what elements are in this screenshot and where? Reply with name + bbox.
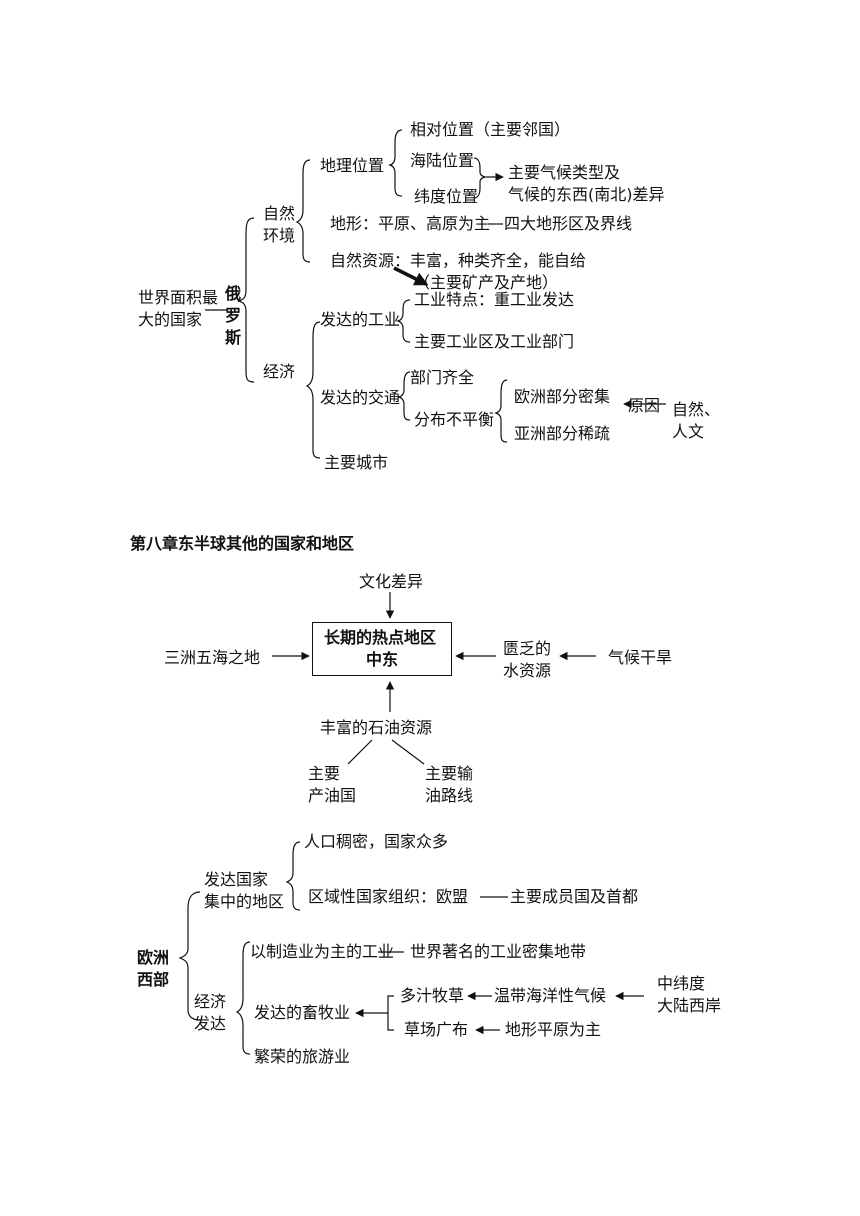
regional-org: 区域性国家组织：欧盟 xyxy=(308,887,469,906)
economy-brace xyxy=(305,321,321,459)
livestock-brace xyxy=(387,995,394,1031)
chapter-title: 第八章东半球其他的国家和地区 xyxy=(130,534,355,553)
culture-difference: 文化差异 xyxy=(359,572,424,591)
producer-line2: 产油国 xyxy=(308,786,357,805)
water-line2: 水资源 xyxy=(503,661,552,680)
natural-brace xyxy=(295,159,311,263)
producer-line1: 主要 xyxy=(308,764,341,783)
industry: 发达的工业 xyxy=(320,310,401,329)
sea-land-position: 海陆位置 xyxy=(410,151,475,170)
maritime-climate: 温带海洋性气候 xyxy=(494,986,607,1005)
natural-label-line1: 自然 xyxy=(263,204,296,223)
resources-bold-arrow xyxy=(393,266,429,286)
plain-terrain: 地形平原为主 xyxy=(505,1020,602,1039)
latitude-position: 纬度位置 xyxy=(414,187,479,206)
economy-brace-2 xyxy=(235,941,251,1055)
weurope-line2: 西部 xyxy=(137,970,170,989)
geo-brace xyxy=(388,129,403,197)
relative-position: 相对位置（主要邻国） xyxy=(410,120,571,139)
country-char-2: 罗 xyxy=(225,306,242,325)
oil-resources: 丰富的石油资源 xyxy=(320,718,433,737)
pasture: 草场广布 xyxy=(404,1020,469,1039)
geo-position: 地理位置 xyxy=(320,156,385,175)
industrial-belt: 世界著名的工业密集地带 xyxy=(410,942,587,961)
uneven-distribution: 分布不平衡 xyxy=(414,410,495,429)
industry-feature: 工业特点：重工业发达 xyxy=(414,290,575,309)
econ-line1: 经济 xyxy=(194,992,227,1011)
sectors-complete: 部门齐全 xyxy=(410,368,475,387)
country-char-3: 斯 xyxy=(225,328,242,347)
eu-members: 主要成员国及首都 xyxy=(510,887,639,906)
hotspot-line2: 中东 xyxy=(366,650,399,669)
europe-dense: 欧洲部分密集 xyxy=(514,387,611,406)
latitude-line1: 中纬度 xyxy=(657,974,706,993)
route-line xyxy=(391,739,425,765)
asia-sparse: 亚洲部分稀疏 xyxy=(514,424,611,443)
root-label-line1: 世界面积最 xyxy=(138,288,219,307)
dry-climate: 气候干旱 xyxy=(608,648,673,667)
route-line2: 油路线 xyxy=(425,786,474,805)
hotspot-line1: 长期的热点地区 xyxy=(324,628,437,647)
cause-line2: 人文 xyxy=(672,422,705,441)
distribution-brace xyxy=(494,379,508,443)
producer-line xyxy=(347,739,373,765)
weurope-brace xyxy=(178,891,201,1021)
reason-label: 原因 xyxy=(628,396,661,415)
terrain-regions: 四大地形区及界线 xyxy=(504,214,633,233)
position-brace xyxy=(473,157,487,199)
transport: 发达的交通 xyxy=(320,388,401,407)
main-cities: 主要城市 xyxy=(324,453,389,472)
industry-zones: 主要工业区及工业部门 xyxy=(414,332,575,351)
natural-label-line2: 环境 xyxy=(263,226,296,245)
developed-line1: 发达国家 xyxy=(204,870,269,889)
resources: 自然资源：丰富，种类齐全，能自给 xyxy=(330,251,587,270)
hotspot-box xyxy=(312,622,452,676)
juicy-grass: 多汁牧草 xyxy=(400,986,465,1005)
developed-brace xyxy=(285,841,301,911)
industry-brace xyxy=(396,299,411,343)
tourism: 繁荣的旅游业 xyxy=(254,1047,351,1066)
latitude-line2: 大陆西岸 xyxy=(657,996,722,1015)
manufacturing: 以制造业为主的工业 xyxy=(250,942,395,961)
economy-label: 经济 xyxy=(263,362,296,381)
minerals: （主要矿产及产地） xyxy=(414,273,559,292)
population: 人口稠密，国家众多 xyxy=(304,832,449,851)
developed-line2: 集中的地区 xyxy=(204,892,285,911)
livestock: 发达的畜牧业 xyxy=(254,1003,351,1022)
russia-brace xyxy=(237,217,255,383)
climate-line2: 气候的东西(南北)差异 xyxy=(508,185,665,204)
terrain: 地形：平原、高原为主 xyxy=(330,214,491,233)
route-line1: 主要输 xyxy=(425,764,474,783)
climate-line1: 主要气候类型及 xyxy=(508,163,621,182)
root-label-line2: 大的国家 xyxy=(138,310,203,329)
country-char-1: 俄 xyxy=(225,284,242,303)
cause-line1: 自然、 xyxy=(672,400,721,419)
three-continents: 三洲五海之地 xyxy=(164,648,261,667)
transport-brace xyxy=(397,371,411,421)
water-line1: 匮乏的 xyxy=(503,639,552,658)
weurope-line1: 欧洲 xyxy=(137,948,170,967)
econ-line2: 发达 xyxy=(194,1014,227,1033)
